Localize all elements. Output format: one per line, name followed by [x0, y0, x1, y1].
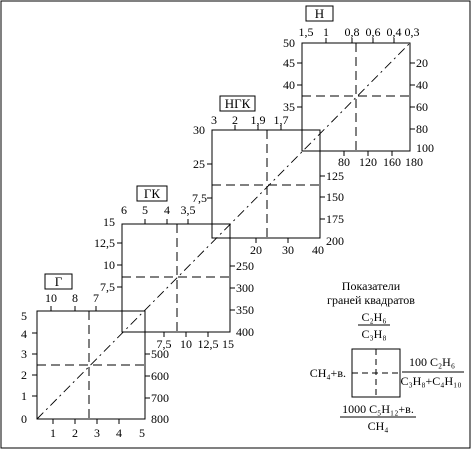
- square-g-bottom-tick: 2: [72, 426, 78, 440]
- square-gk-right-tick: 400: [236, 325, 254, 339]
- square-gk-label-box: [136, 185, 168, 202]
- square-g-left-tick: 2: [21, 368, 27, 382]
- square-n-top-tick: 0,8: [345, 25, 360, 39]
- square-n-right-tick: 20: [416, 56, 428, 70]
- square-ngk: НГК 3 2 1,9 1,7 30 25 7,5 125 150 175 20…: [192, 95, 344, 257]
- legend-left-label: CH₄+в.: [310, 366, 346, 380]
- square-g-label: Г: [55, 274, 63, 289]
- square-n: Н 1,5 1 0,8 0,6 0,4 0,3 50 45 40 35 20 4…: [283, 5, 434, 169]
- square-n-top-tick: 0,4: [387, 25, 402, 39]
- square-g-bottom-tick: 3: [94, 426, 100, 440]
- square-g-label-box: [44, 273, 73, 290]
- square-gk-top-tick: 3,5: [181, 203, 196, 217]
- square-n-right-tick: 60: [416, 100, 428, 114]
- square-n-bottom-tick: 80: [338, 155, 350, 169]
- square-gk-right-tick: 350: [236, 303, 254, 317]
- legend-bottom-denominator: CH₄: [368, 419, 389, 433]
- square-gk-top-tick: 6: [121, 203, 127, 217]
- square-gk-top-tick: 4: [164, 203, 170, 217]
- square-gk-left-tick: 7,5: [100, 280, 115, 294]
- square-gk-left-tick: 12,5: [94, 236, 115, 250]
- square-n-right-tick: 40: [416, 78, 428, 92]
- square-gk-frame: [121, 223, 231, 333]
- square-g-bottom-tick: 1: [50, 426, 56, 440]
- square-g-top-tick: 7: [93, 291, 99, 305]
- square-n-bottom-tick: 120: [359, 155, 377, 169]
- square-g-left-tick: 0: [21, 412, 27, 426]
- square-gk-right-tick: 250: [236, 259, 254, 273]
- square-g-left-tick: 5: [21, 309, 27, 323]
- square-g-right-tick: 700: [151, 391, 169, 405]
- square-g-top-tick: 8: [72, 291, 78, 305]
- square-ngk-bottom-tick: 40: [312, 243, 324, 257]
- square-gk-label: ГК: [144, 186, 161, 201]
- square-g-right-tick: 800: [151, 412, 169, 426]
- square-n-top-tick: 1: [323, 25, 329, 39]
- square-ngk-label-box: [219, 95, 256, 112]
- square-gk-bottom-tick: 7,5: [157, 337, 172, 351]
- square-ngk-right-tick: 200: [326, 234, 344, 248]
- square-ngk-top-tick: 1,7: [274, 113, 289, 127]
- square-n-right-tick: 80: [416, 122, 428, 136]
- square-gk-bottom-tick: 10: [180, 337, 192, 351]
- legend-right-denominator: C₃H₈+C₄H₁₀: [400, 374, 461, 388]
- square-n-label: Н: [315, 6, 324, 21]
- square-g-bottom-tick: 5: [139, 426, 145, 440]
- square-ngk-left-tick: 7,5: [192, 191, 207, 205]
- square-g-left-tick: 1: [21, 389, 27, 403]
- square-gk-bottom-tick: 12,5: [198, 337, 219, 351]
- square-n-right-tick: 100: [416, 141, 434, 155]
- legend-right-numerator: 100 C₂H₆: [409, 355, 455, 369]
- square-ngk-frame: [211, 129, 321, 239]
- square-gk-bottom-tick: 15: [222, 337, 234, 351]
- square-gk-top-tick: 5: [142, 203, 148, 217]
- square-n-label-box: [305, 5, 334, 22]
- diagonal-line: [36, 42, 411, 420]
- square-n-left-tick: 50: [283, 36, 295, 50]
- legend: Показатели граней квадратов C₂H₆ C₃H₈ CH…: [310, 279, 464, 433]
- square-ngk-right-tick: 175: [326, 212, 344, 226]
- square-n-bottom-tick: 180: [405, 155, 423, 169]
- square-ngk-right-tick: 150: [326, 190, 344, 204]
- square-gk-left-tick: 10: [103, 258, 115, 272]
- square-g-right-tick: 500: [151, 347, 169, 361]
- square-n-left-tick: 40: [283, 78, 295, 92]
- square-ngk-left-tick: 25: [193, 157, 205, 171]
- square-n-top-tick: 0,6: [366, 25, 381, 39]
- square-ngk-bottom-tick: 30: [282, 243, 294, 257]
- square-n-left-tick: 45: [283, 56, 295, 70]
- square-g-top-tick: 10: [45, 291, 57, 305]
- square-ngk-top-tick: 1,9: [251, 113, 266, 127]
- square-ngk-top-tick: 3: [211, 113, 217, 127]
- legend-top-numerator: C₂H₆: [361, 310, 386, 324]
- square-ngk-top-tick: 2: [232, 113, 238, 127]
- legend-bottom-numerator: 1000 C₅H₁₂+в.: [342, 402, 414, 416]
- square-n-top-tick: 0,3: [405, 25, 420, 39]
- square-n-bottom-tick: 160: [383, 155, 401, 169]
- square-ngk-left-tick: 30: [193, 123, 205, 137]
- square-g-bottom-tick: 4: [116, 426, 122, 440]
- legend-top-denominator: C₃H₈: [361, 327, 386, 341]
- legend-title-line2: граней квадратов: [327, 293, 415, 307]
- square-ngk-bottom-tick: 20: [250, 243, 262, 257]
- square-gk-left-tick: 15: [103, 215, 115, 229]
- square-n-left-tick: 35: [283, 100, 295, 114]
- square-g-left-tick: 3: [21, 347, 27, 361]
- square-ngk-right-tick: 125: [326, 169, 344, 183]
- square-gk: ГК 6 5 4 3,5 15 12,5 10 7,5 250 300 350 …: [94, 185, 254, 351]
- square-n-top-tick: 1,5: [299, 25, 314, 39]
- square-g: Г 10 8 7 5 4 3 2 1 0 500 600 700 800 1 2…: [21, 273, 169, 440]
- square-g-right-tick: 600: [151, 369, 169, 383]
- legend-title-line1: Показатели: [342, 279, 401, 293]
- square-ngk-label: НГК: [225, 96, 251, 111]
- square-g-left-tick: 4: [21, 327, 27, 341]
- square-gk-right-tick: 300: [236, 281, 254, 295]
